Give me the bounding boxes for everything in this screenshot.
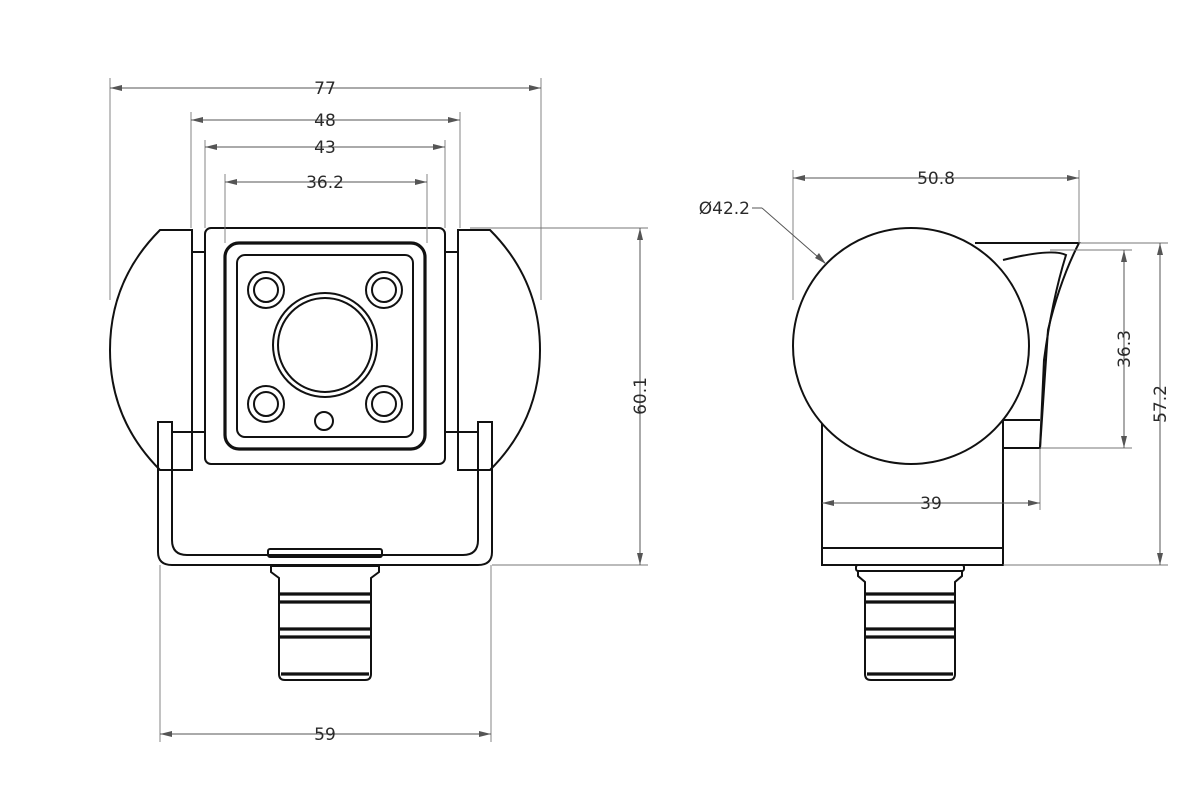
dim-77: 77 [314,79,336,99]
dim-43: 43 [314,138,336,158]
dim-48: 48 [314,111,336,131]
dim-36-3: 36.3 [1115,330,1135,368]
dim-60-1: 60.1 [631,377,651,415]
led-bottom-right [365,385,403,423]
dim-diameter-42-2: Ø42.2 [699,199,750,219]
camera-housing [204,227,446,465]
side-sphere [792,227,1030,465]
led-bottom-left [247,385,285,423]
connector-plug [270,565,380,681]
dim-50-8: 50.8 [917,169,955,189]
connector-cap [267,548,383,558]
side-dimensions: 50.8 Ø42.2 39 36.3 57.2 [699,169,1171,566]
camera-face-outer [223,241,427,451]
dim-59: 59 [314,725,336,745]
dim-36-2: 36.2 [306,173,344,193]
side-hood [975,242,1081,449]
right-ear [457,229,542,471]
front-view [108,227,542,681]
led-top-right [365,271,403,309]
light-sensor [314,411,334,431]
camera-lens [272,292,378,398]
dim-39: 39 [920,494,942,514]
left-ear [108,229,193,471]
camera-face-inner [236,254,414,438]
side-connector-plug [857,570,963,681]
bracket [157,421,493,566]
front-dimensions: 77 48 43 36.2 60.1 59 [109,78,651,745]
led-top-left [247,271,285,309]
side-view [792,227,1081,681]
dim-57-2: 57.2 [1151,385,1171,423]
